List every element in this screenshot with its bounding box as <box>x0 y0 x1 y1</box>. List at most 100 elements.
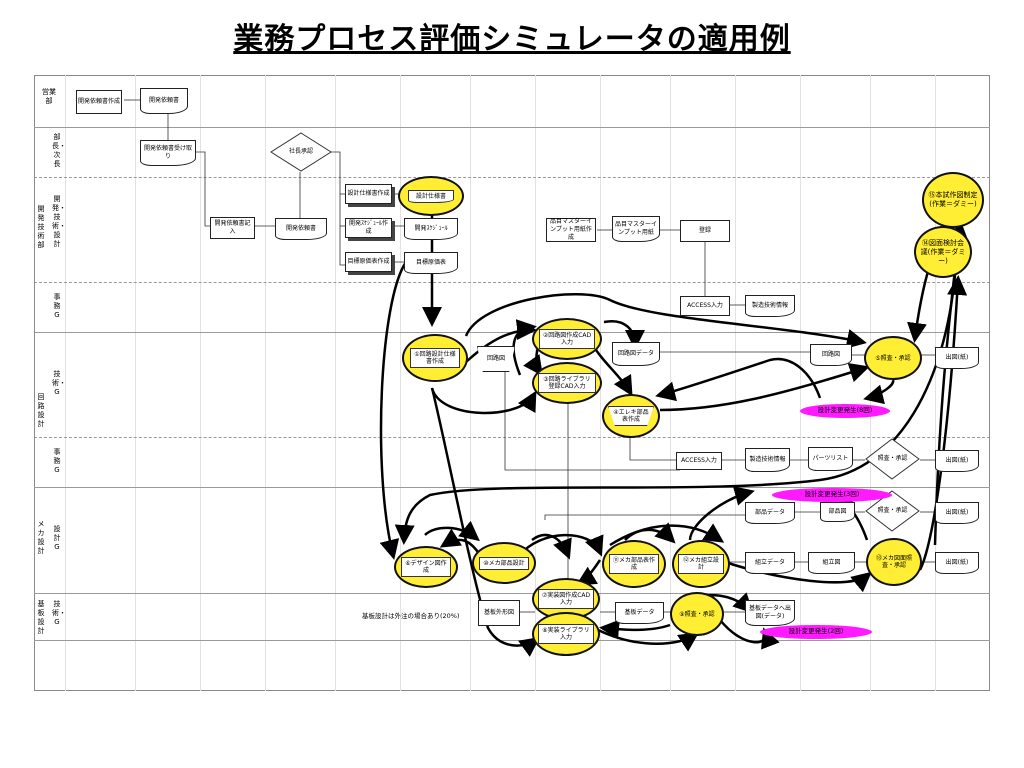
flow-arrow <box>599 619 671 640</box>
lane-separator <box>34 437 990 438</box>
design-change-badge: 設計変更発生(8回) <box>800 404 890 418</box>
circle-step-4: ④エレキ部品表作成 <box>602 394 660 438</box>
flow-arrow <box>724 560 872 593</box>
flow-arrow <box>603 319 645 350</box>
circle-label: ⑨照査・承認 <box>679 610 715 618</box>
flow-arrow <box>379 261 408 560</box>
circle-step-2: ②回路図作成CAD入力 <box>532 318 602 360</box>
circle-label: ④エレキ部品表作成 <box>608 406 654 426</box>
diamond-label: 照査・承認 <box>877 455 908 462</box>
circle-step-9: ⑨照査・承認 <box>670 592 724 636</box>
flow-arrow <box>464 293 867 349</box>
grid-line <box>400 75 401 691</box>
grid-line <box>65 75 66 691</box>
lane-label-jimu2: 事務G <box>53 448 61 474</box>
box-board-outline: 基板外形図 <box>478 600 520 626</box>
doc-target-cost: 目標原価表 <box>404 252 458 274</box>
circle-step-8: ⑧実装ライブラリ入力 <box>532 612 600 656</box>
doc-output-paper-1: 出図(紙) <box>935 347 979 369</box>
connector-line <box>504 360 680 471</box>
design-change-badge: 設計変更発生(3回) <box>772 488 892 502</box>
flow-arrow <box>624 522 676 544</box>
doc-dev-request-2: 開発依頼書 <box>275 218 327 240</box>
doc-parts-list: パーツリスト <box>808 447 853 471</box>
lane-separator <box>34 282 990 283</box>
circle-label: ③回路ライブラリ登録CAD入力 <box>538 373 596 393</box>
flow-arrow <box>394 274 957 545</box>
grid-line <box>470 75 471 691</box>
lane-label-buchou: 部長・次長 <box>52 133 66 168</box>
box-item-master-create: 品目マスターインプット用紙作成 <box>546 218 596 242</box>
circle-label: ⑩メカ部品設計 <box>479 556 529 570</box>
lane-label-gijutsu2: 技術・G <box>52 600 66 626</box>
lane-label-kaihatsu-sub: 開発・技術・設計 <box>52 195 66 248</box>
lane-separator <box>34 640 990 641</box>
circle-label: ①回路設計仕様書作成 <box>410 348 460 368</box>
flow-arrow <box>863 379 895 405</box>
lane-label-kaihatsu: 開発技術部 <box>37 205 45 249</box>
doc-output-paper-4: 出図(紙) <box>935 552 979 574</box>
circle-step-12: ⑫メカ組立設計 <box>672 540 730 588</box>
flow-arrow <box>609 523 725 547</box>
circle-step-15: ⑮本試作図制定(作業＝ダミー) <box>922 172 984 228</box>
lane-separator <box>34 127 990 128</box>
doc-board-data-output: 基板データへ出図(データ) <box>745 600 795 626</box>
lane-label-kairo: 回路設計 <box>37 393 45 428</box>
flow-arrow <box>424 520 480 542</box>
doc-assembly-data: 組立データ <box>745 552 795 574</box>
lane-separator <box>34 593 990 594</box>
doc-circuit-diagram-2: 回路図 <box>810 344 852 366</box>
lane-label-sekkei: 設計G <box>53 525 61 551</box>
grid-line <box>335 75 336 691</box>
flow-arrow <box>430 387 541 657</box>
box-circuit-diagram: 回路図 <box>477 346 515 372</box>
circle-label: ⑧実装ライブラリ入力 <box>538 624 594 644</box>
connector-line <box>327 151 345 266</box>
flow-arrow <box>655 357 822 402</box>
circle-label: ⑤照査・承認 <box>875 354 911 362</box>
circle-label: ⑫メカ組立設計 <box>678 554 724 574</box>
flow-arrow <box>719 619 780 650</box>
box-access-input-2: ACCESS入力 <box>676 452 722 470</box>
grid-line <box>870 75 871 691</box>
doc-board-data: 基板データ <box>615 602 664 624</box>
box-dev-request-fill: 開発依頼書記入 <box>210 217 255 239</box>
grid-line <box>135 75 136 691</box>
diamond-review-approval-1: 照査・承認 <box>865 438 920 480</box>
lane-separator <box>34 177 990 178</box>
circle-label: ⑮本試作図制定(作業＝ダミー) <box>928 191 978 208</box>
circle-step-3: ③回路ライブラリ登録CAD入力 <box>532 362 602 404</box>
doc-parts-drawing: 部品図 <box>820 502 855 522</box>
lane-label-mecha: メカ設計 <box>37 520 45 555</box>
lane-label-kiban: 基板設計 <box>37 600 45 635</box>
circle-step-11: ⑪メカ部品表作成 <box>602 540 666 588</box>
flow-arrow <box>659 363 870 412</box>
flow-arrow <box>512 319 537 376</box>
box-register: 登録 <box>680 220 730 242</box>
box-access-input-1: ACCESS入力 <box>680 296 730 316</box>
circle-step-1: ①回路設計仕様書作成 <box>402 334 468 382</box>
lane-label-eigyo: 営業部 <box>42 88 56 105</box>
circle-label: ⑥デザイン図作成 <box>401 557 451 577</box>
lane-label-jimu1: 事務G <box>53 293 61 319</box>
doc-output-paper-3: 出図(紙) <box>935 502 979 524</box>
circle-step-6: ⑥デザイン図作成 <box>394 546 458 588</box>
connector-line <box>196 151 210 227</box>
circle-step-10: ⑩メカ部品設計 <box>472 542 536 584</box>
circle-label: 設計仕様書 <box>408 189 454 203</box>
flow-arrow <box>430 387 537 415</box>
circle-label: ⑦実装図作成CAD入力 <box>538 589 594 609</box>
flow-arrow <box>597 628 700 652</box>
swimlane-frame <box>34 75 990 691</box>
lane-label-gijutsu1: 技術・G <box>52 370 66 396</box>
doc-dev-request-receive: 開発依頼書受け取り <box>140 140 196 166</box>
connector-line <box>544 514 745 520</box>
grid-line <box>735 75 736 691</box>
doc-parts-data: 部品データ <box>745 502 795 524</box>
flow-arrow <box>918 275 968 571</box>
doc-item-master: 品目マスターインプット用紙 <box>612 216 660 242</box>
circle-step-14: ⑭図面検討会議(作業＝ダミー) <box>914 226 972 278</box>
doc-mfg-info-1: 製造技術情報 <box>745 295 795 317</box>
box-dev-request-create: 開発依頼書作成 <box>76 90 122 114</box>
kiban-outsourcing-note: 基板設計は外注の場合あり(20%) <box>362 612 460 620</box>
